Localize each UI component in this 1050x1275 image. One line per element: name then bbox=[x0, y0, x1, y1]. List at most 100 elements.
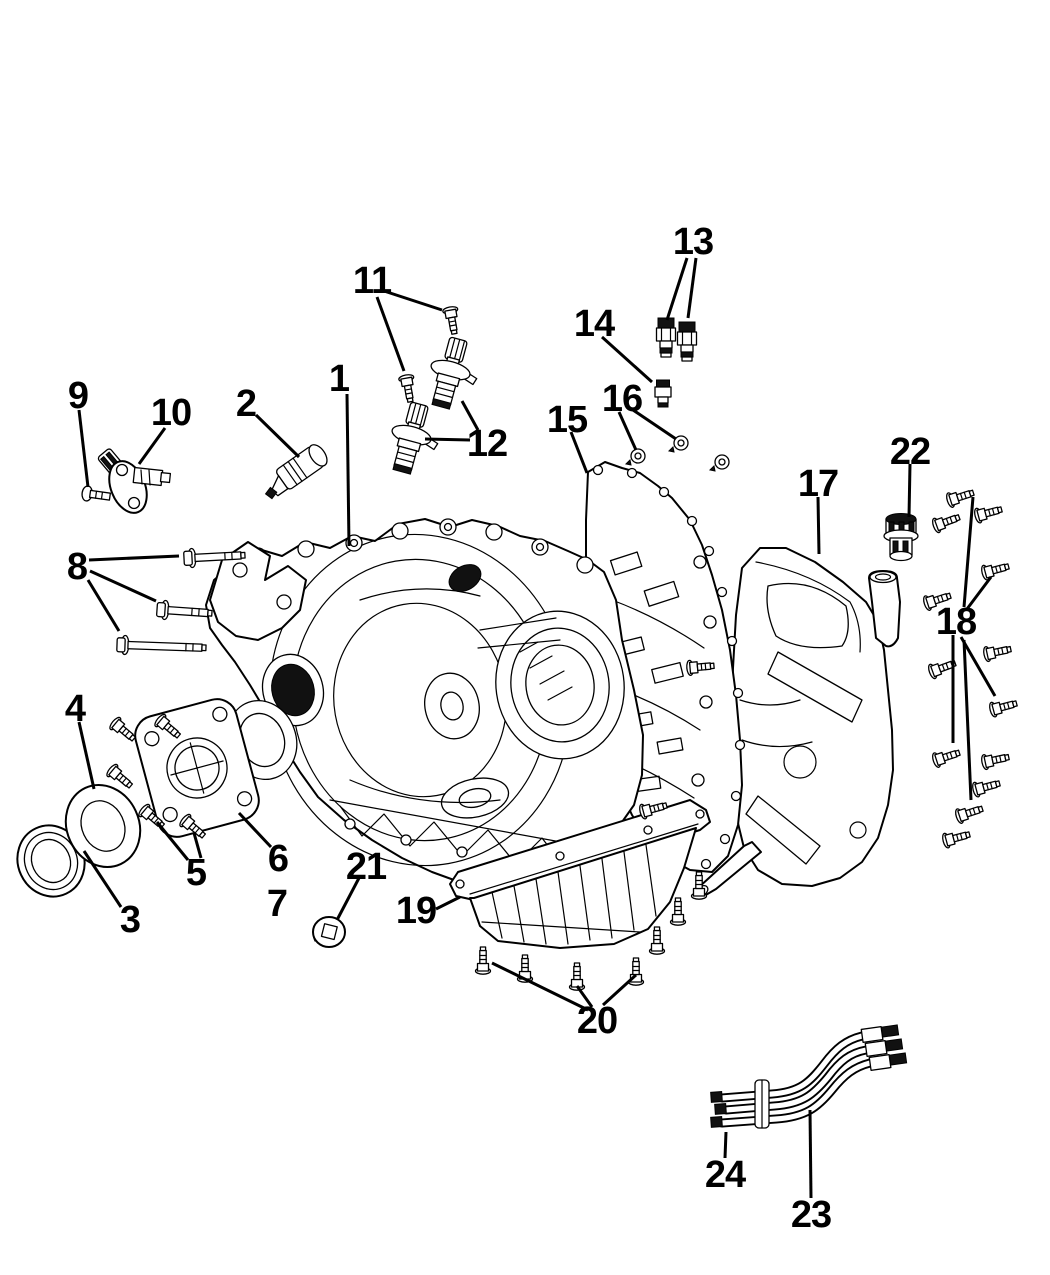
leader-line-11-0 bbox=[383, 289, 443, 312]
leader-line-20-2 bbox=[601, 973, 638, 1007]
leader-line-17-0 bbox=[816, 496, 821, 555]
leader-line-10-0 bbox=[137, 427, 167, 465]
callout-10: 10 bbox=[150, 392, 192, 434]
callout-20: 20 bbox=[576, 1000, 618, 1042]
leader-line-5-0 bbox=[155, 821, 190, 861]
tube-fittings bbox=[860, 1024, 908, 1071]
leader-line-16-0 bbox=[617, 411, 638, 451]
callout-18: 18 bbox=[935, 601, 977, 643]
callout-22: 22 bbox=[889, 431, 931, 473]
callout-24: 24 bbox=[704, 1154, 746, 1196]
callout-6: 6 bbox=[267, 838, 289, 880]
bolt-18-1 bbox=[972, 501, 1005, 525]
leader-line-6-0 bbox=[237, 811, 273, 849]
long-bolt-8-1 bbox=[156, 599, 213, 621]
leader-line-14-0 bbox=[600, 335, 654, 384]
leader-line-19-0 bbox=[435, 895, 461, 911]
oil-pan-drawing bbox=[449, 799, 711, 949]
leader-line-20-0 bbox=[491, 961, 589, 1012]
leader-line-13-0 bbox=[665, 257, 689, 321]
leader-line-13-1 bbox=[686, 257, 698, 319]
bolt-20-4 bbox=[648, 926, 666, 955]
callout-13: 13 bbox=[672, 221, 714, 263]
sensor-12a-drawing bbox=[420, 333, 487, 415]
callout-19: 19 bbox=[395, 890, 437, 932]
nut-16-1 bbox=[668, 435, 689, 453]
solenoid-2-drawing bbox=[264, 444, 328, 500]
callout-15: 15 bbox=[546, 399, 588, 441]
leader-line-8-2 bbox=[86, 579, 121, 632]
leader-line-23-0 bbox=[808, 1109, 813, 1199]
leader-line-2-0 bbox=[254, 413, 301, 459]
nut-16-0 bbox=[625, 448, 646, 466]
screw-9-drawing bbox=[81, 485, 112, 502]
callout-11: 11 bbox=[352, 260, 392, 302]
leader-line-15-0 bbox=[569, 431, 589, 474]
bolt-18-9 bbox=[979, 749, 1011, 771]
leader-line-18-3 bbox=[959, 636, 997, 697]
callout-21: 21 bbox=[345, 846, 387, 888]
long-bolt-8-0 bbox=[183, 547, 246, 569]
long-bolt-8-2 bbox=[116, 634, 207, 656]
transaxle-case-drawing bbox=[205, 518, 644, 890]
bolt-11-1 bbox=[397, 373, 419, 404]
bolt-18-2 bbox=[930, 509, 963, 535]
bolt-18-10 bbox=[970, 775, 1003, 799]
case-cover-drawing bbox=[695, 547, 901, 897]
leader-line-3-0 bbox=[82, 850, 123, 908]
leader-line-1-0 bbox=[345, 393, 351, 547]
vent-cap-drawing bbox=[883, 513, 919, 562]
bolt-20-5 bbox=[669, 897, 687, 926]
bolt-5-0 bbox=[107, 715, 140, 746]
callout-2: 2 bbox=[235, 383, 257, 425]
bolt-18-8 bbox=[930, 744, 963, 769]
leader-line-12-1 bbox=[460, 400, 480, 431]
axle-seal-drawing bbox=[16, 824, 86, 898]
callout-23: 23 bbox=[790, 1194, 832, 1236]
bolt-18-7 bbox=[987, 695, 1020, 719]
fitting-13-0 bbox=[655, 317, 677, 358]
callout-16: 16 bbox=[601, 378, 643, 420]
cooler-tubes-drawing bbox=[710, 1024, 908, 1129]
callout-3: 3 bbox=[119, 899, 141, 941]
leader-line-5-1 bbox=[192, 832, 203, 859]
leader-line-21-0 bbox=[335, 877, 361, 921]
bolt-18-12 bbox=[940, 826, 973, 850]
leader-line-18-1 bbox=[965, 576, 993, 610]
callout-9: 9 bbox=[67, 375, 89, 417]
callout-8: 8 bbox=[66, 546, 88, 588]
leader-line-9-0 bbox=[77, 409, 90, 488]
leader-line-22-0 bbox=[907, 463, 912, 518]
drain-plug-drawing bbox=[312, 916, 346, 948]
sensor-10-drawing bbox=[97, 448, 172, 514]
leader-line-16-1 bbox=[632, 408, 677, 441]
leader-line-18-4 bbox=[962, 639, 973, 801]
bolt-18-3 bbox=[979, 558, 1012, 582]
callout-4: 4 bbox=[64, 688, 86, 730]
leader-line-24-0 bbox=[723, 1131, 728, 1159]
leader-line-18-0 bbox=[962, 496, 975, 608]
callout-14: 14 bbox=[573, 303, 615, 345]
leader-line-20-1 bbox=[575, 985, 594, 1008]
fasteners-layer bbox=[104, 305, 1020, 991]
callout-17: 17 bbox=[797, 463, 839, 505]
callout-12: 12 bbox=[466, 423, 508, 465]
leader-line-11-1 bbox=[375, 296, 406, 372]
leader-line-4-0 bbox=[77, 721, 96, 790]
bolt-18-11 bbox=[953, 800, 986, 825]
nut-16-2 bbox=[709, 454, 730, 472]
callout-7: 7 bbox=[266, 883, 288, 925]
leader-lines-layer bbox=[77, 257, 997, 1199]
leader-line-8-0 bbox=[88, 554, 180, 562]
washer-drawing bbox=[64, 784, 142, 868]
leader-line-12-0 bbox=[424, 437, 471, 442]
retainer-plate-drawing bbox=[134, 698, 260, 838]
bolt-11-0 bbox=[441, 305, 463, 336]
fitting-14-0 bbox=[654, 379, 672, 408]
bolt-20-0 bbox=[474, 946, 492, 975]
fitting-13-1 bbox=[676, 321, 698, 362]
bolt-18-5 bbox=[981, 641, 1013, 663]
callout-1: 1 bbox=[328, 358, 350, 400]
